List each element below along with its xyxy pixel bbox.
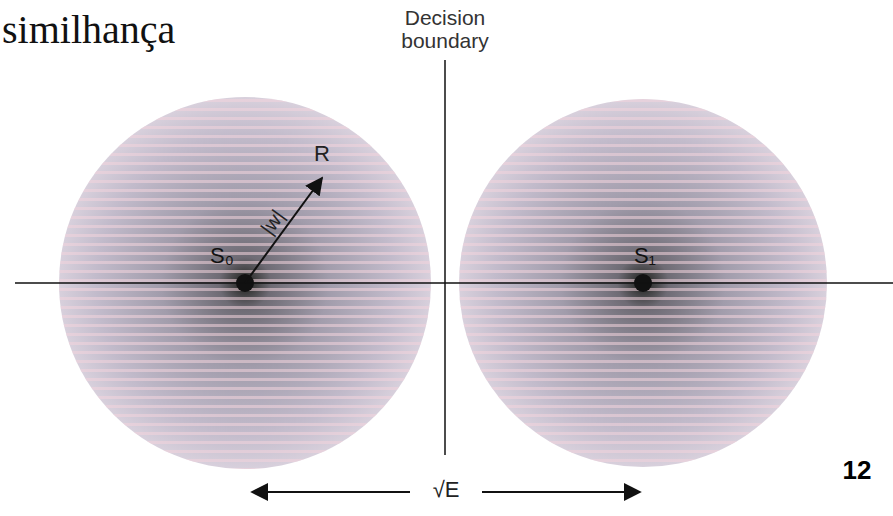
distance-label: √E — [433, 478, 460, 502]
noise-vector — [245, 178, 322, 283]
boundary-label: Decision boundary — [389, 6, 501, 52]
distance-arrow — [482, 491, 640, 493]
page-number: 12 — [843, 456, 872, 485]
signal-axis — [15, 282, 893, 284]
slide-title: similhança — [2, 8, 175, 52]
distance-arrow — [252, 491, 410, 493]
point-label: R — [314, 142, 330, 166]
signal-label: S₁ — [634, 244, 656, 268]
signal-label: S₀ — [210, 244, 234, 268]
decision-boundary-line — [444, 60, 446, 455]
